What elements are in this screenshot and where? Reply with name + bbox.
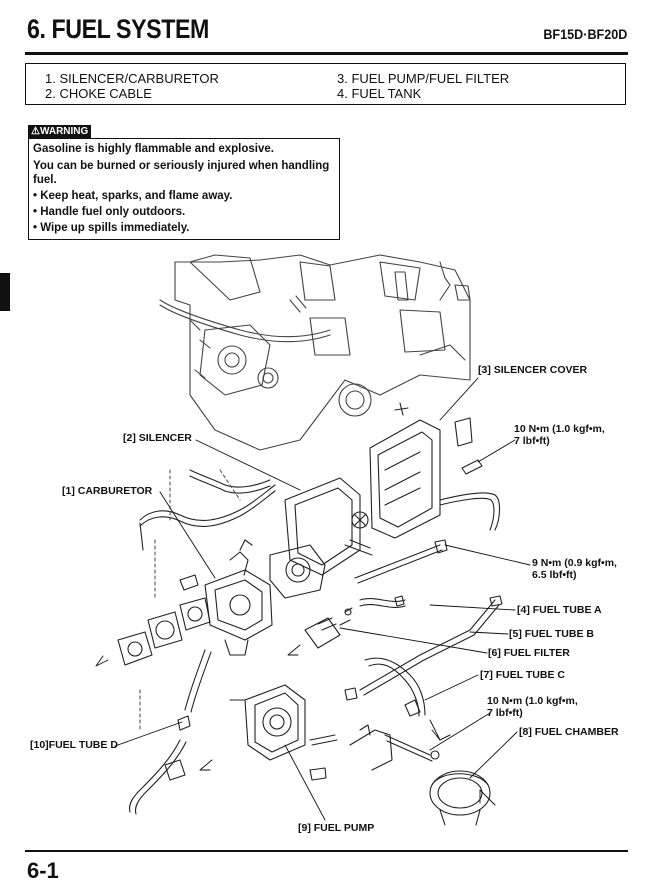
callout-silencer-cover: [3] SILENCER COVER <box>478 364 588 376</box>
section-tab-marker <box>0 273 10 311</box>
warning-line: • Wipe up spills immediately. <box>33 222 190 234</box>
toc-item-fuel-tank: 4. FUEL TANK <box>337 86 422 101</box>
footer-rule <box>25 850 628 852</box>
silencer-drawing <box>284 477 373 576</box>
long-bolts-drawing <box>354 402 483 584</box>
warning-badge: ⚠WARNING <box>28 125 92 138</box>
fuel-tube-d-drawing <box>128 649 212 815</box>
fuel-pump-drawing <box>229 684 338 781</box>
page-title: 6. FUEL SYSTEM <box>27 14 209 44</box>
warning-box: Gasoline is highly flammable and explosi… <box>28 138 340 240</box>
callout-leader-lines <box>114 377 531 821</box>
dashed-reference-lines <box>139 469 241 731</box>
warning-line: • Keep heat, sparks, and flame away. <box>33 190 233 202</box>
torque-spec-fuel-chamber: 7 lbf•ft) <box>487 707 523 719</box>
fuel-chamber-drawing <box>349 699 491 826</box>
silencer-cover-drawing <box>369 417 501 539</box>
callout-fuel-tube-b: [5] FUEL TUBE B <box>509 628 594 640</box>
choke-cable-drawing <box>139 469 276 551</box>
warning-line: • Handle fuel only outdoors. <box>33 206 186 218</box>
torque-spec-silencer-cover: 7 lbf•ft) <box>514 435 550 447</box>
page-number: 6-1 <box>27 858 59 883</box>
section-contents-box: 1. SILENCER/CARBURETOR 2. CHOKE CABLE 3.… <box>25 63 626 105</box>
engine-block-drawing <box>159 254 471 451</box>
fuel-tube-c-drawing <box>364 657 426 717</box>
torque-spec-long-bolt: 9 N•m (0.9 kgf•m, <box>532 557 617 569</box>
callout-carburetor: [1] CARBURETOR <box>62 485 153 497</box>
callout-fuel-pump: [9] FUEL PUMP <box>298 822 375 834</box>
fuel-tube-a-b-drawing <box>344 595 503 701</box>
callout-fuel-filter: [6] FUEL FILTER <box>488 647 570 659</box>
model-designation: BF15D·BF20D <box>542 26 627 42</box>
header-rule <box>25 52 628 55</box>
fuel-filter-drawing <box>304 607 353 649</box>
toc-item-fuel-pump-filter: 3. FUEL PUMP/FUEL FILTER <box>337 71 510 86</box>
assembly-arrows <box>95 644 496 806</box>
callout-fuel-tube-a: [4] FUEL TUBE A <box>517 604 602 616</box>
carburetor-drawing <box>204 539 326 656</box>
carburetor-gaskets-drawing <box>117 574 211 666</box>
callout-fuel-tube-d: [10]FUEL TUBE D <box>30 739 118 751</box>
torque-spec-silencer-cover: 10 N•m (1.0 kgf•m, <box>514 423 605 435</box>
warning-line: fuel. <box>33 174 57 186</box>
toc-item-choke-cable: 2. CHOKE CABLE <box>45 86 152 101</box>
callout-fuel-chamber: [8] FUEL CHAMBER <box>519 726 619 738</box>
warning-line: Gasoline is highly flammable and explosi… <box>33 143 274 155</box>
torque-spec-long-bolt: 6.5 lbf•ft) <box>532 569 577 581</box>
warning-line: You can be burned or seriously injured w… <box>33 160 330 172</box>
callout-fuel-tube-c: [7] FUEL TUBE C <box>480 669 565 681</box>
toc-item-silencer-carburetor: 1. SILENCER/CARBURETOR <box>45 71 219 86</box>
torque-spec-fuel-chamber: 10 N•m (1.0 kgf•m, <box>487 695 578 707</box>
callout-silencer: [2] SILENCER <box>123 432 192 444</box>
